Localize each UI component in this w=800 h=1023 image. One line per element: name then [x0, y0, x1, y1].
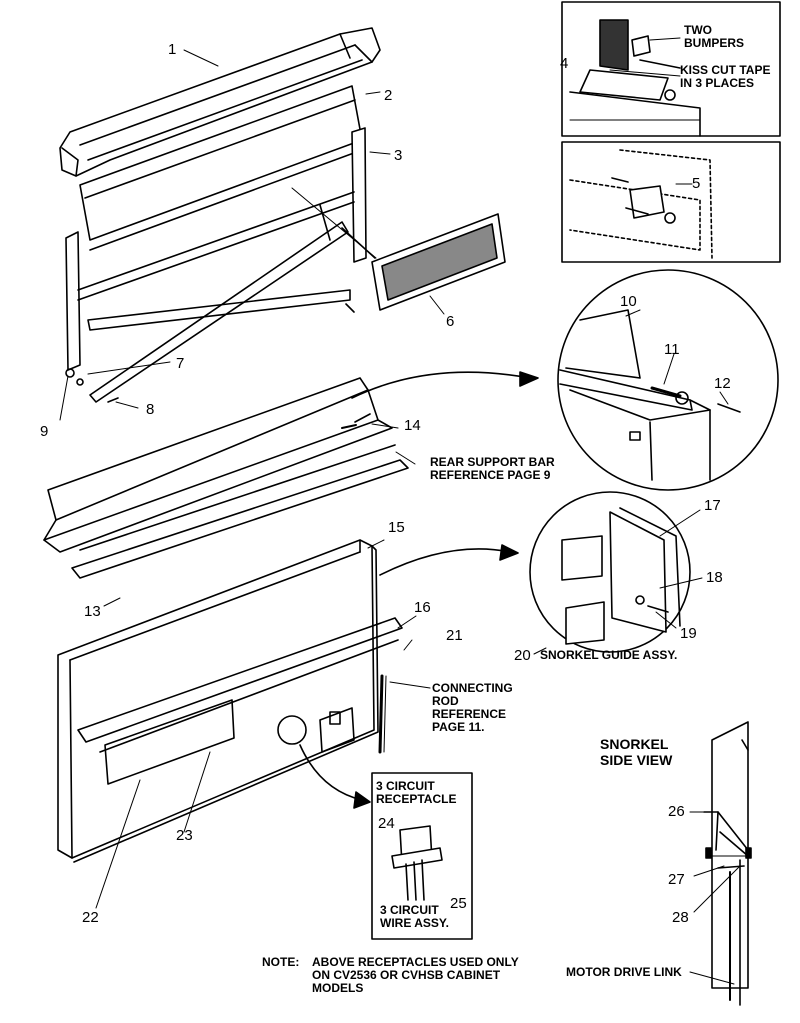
part-number-11: 11: [664, 341, 680, 358]
callout-snorkel-guide: SNORKEL GUIDE ASSY.: [540, 648, 678, 662]
arrow-to-detail-10: [351, 371, 531, 399]
part-number-6: 6: [446, 313, 455, 330]
part-number-21: 21: [446, 627, 463, 644]
callout-motor-drive-link: MOTOR DRIVE LINK: [566, 965, 682, 979]
part-number-17: 17: [704, 497, 721, 514]
part-number-16: 16: [414, 599, 431, 616]
part-frame: [65, 127, 367, 403]
part-number-3: 3: [394, 147, 403, 164]
part-number-8: 8: [146, 401, 155, 418]
part-number-23: 23: [176, 827, 193, 844]
callout-connecting-rod: CONNECTING ROD REFERENCE PAGE 11.: [432, 681, 513, 734]
part-connecting-rod: [378, 674, 384, 754]
part-cabinet: [57, 539, 403, 863]
part-number-26: 26: [668, 803, 685, 820]
receptacle-highlight: [277, 715, 307, 745]
part-number-7: 7: [176, 355, 185, 372]
detail-box-4: [561, 1, 781, 137]
part-number-12: 12: [714, 375, 731, 392]
part-number-14: 14: [404, 417, 421, 434]
leader-lines: [59, 37, 741, 985]
snorkel-side-view-title: SNORKEL SIDE VIEW: [600, 736, 673, 768]
part-filter: [291, 187, 506, 311]
part-number-18: 18: [706, 569, 723, 586]
arrow-to-detail-17: [379, 548, 511, 576]
part-number-1: 1: [168, 41, 177, 58]
detail-circle-10-12: [557, 269, 779, 491]
part-shelf: [43, 377, 409, 579]
part-number-10: 10: [620, 293, 637, 310]
callout-rear-support-bar: REAR SUPPORT BAR REFERENCE PAGE 9: [430, 455, 555, 482]
note-text: ABOVE RECEPTACLES USED ONLY ON CV2536 OR…: [312, 955, 519, 995]
detail-box-24-25: [371, 772, 473, 940]
part-number-25: 25: [450, 895, 467, 912]
callout-kiss-cut-tape: KISS CUT TAPE IN 3 PLACES: [680, 63, 771, 90]
callout-two-bumpers: TWO BUMPERS: [684, 23, 745, 50]
part-number-13: 13: [84, 603, 101, 620]
part-number-19: 19: [680, 625, 697, 642]
part-number-24: 24: [378, 815, 395, 832]
part-number-20: 20: [514, 647, 531, 664]
callout-3-circuit-wire: 3 CIRCUIT WIRE ASSY.: [380, 903, 449, 930]
snorkel-side-view: [703, 721, 752, 1006]
part-top-cap: [59, 27, 381, 177]
detail-box-5: [561, 141, 781, 263]
part-number-2: 2: [384, 87, 393, 104]
detail-circle-17-20: [529, 491, 691, 653]
part-number-27: 27: [668, 871, 685, 888]
part-number-5: 5: [692, 175, 701, 192]
part-small-hardware: [65, 303, 355, 403]
part-number-4: 4: [560, 55, 569, 72]
part-number-28: 28: [672, 909, 689, 926]
part-number-22: 22: [82, 909, 99, 926]
callout-3-circuit-receptacle: 3 CIRCUIT RECEPTACLE: [376, 779, 457, 806]
part-number-9: 9: [40, 423, 49, 440]
part-number-15: 15: [388, 519, 405, 536]
note-label: NOTE:: [262, 955, 300, 969]
